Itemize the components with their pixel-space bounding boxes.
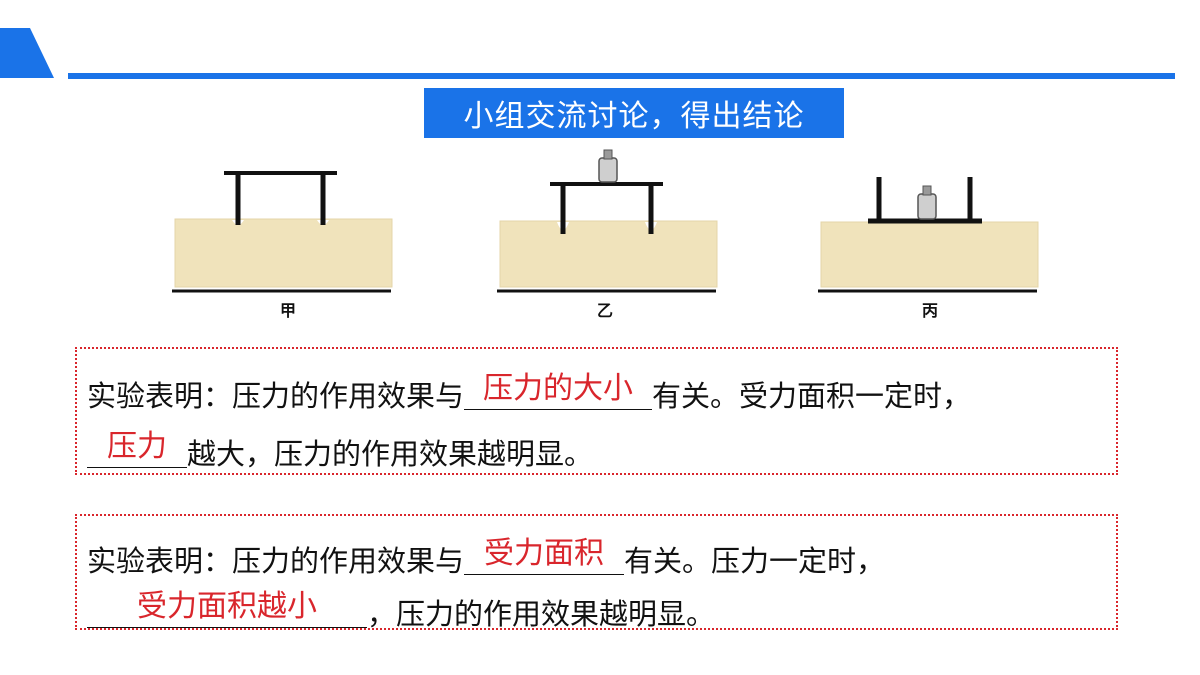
answer-text: 压力: [107, 429, 167, 464]
page-title: 小组交流讨论，得出结论: [424, 88, 844, 138]
figure-caption-jia: 甲: [280, 301, 296, 320]
answer-text: 受力面积越小: [137, 589, 317, 624]
conclusion-line: 实验表明：压力的作用效果与受力面积有关。压力一定时，: [87, 536, 886, 580]
weight: [598, 149, 618, 183]
conclusion-prefix: 实验表明：压力的作用效果与: [87, 544, 465, 578]
sand-block: [820, 221, 1039, 288]
answer-text: 受力面积: [484, 536, 605, 571]
figure-caption-bing: 丙: [922, 301, 938, 320]
sand-block: [499, 220, 718, 288]
conclusion-line: 实验表明：压力的作用效果与压力的大小有关。受力面积一定时，: [87, 371, 972, 415]
figure-yi: 乙: [497, 149, 718, 320]
answer-blank: 压力的大小: [464, 371, 653, 410]
conclusion-suffix: 越大，压力的作用效果越明显。: [187, 437, 594, 471]
answer-blank: 压力: [87, 429, 187, 468]
conclusion-prefix: 实验表明：压力的作用效果与: [87, 379, 465, 413]
figure-bing: 丙: [818, 177, 1039, 320]
answer-blank: 受力面积: [464, 536, 625, 575]
conclusion-box-area: 实验表明：压力的作用效果与受力面积有关。压力一定时， 受力面积越小 ，压力的作用效…: [75, 514, 1118, 633]
corner-triangle-decoration: [0, 28, 54, 78]
weight: [917, 185, 937, 220]
conclusion-line: 受力面积越小 ，压力的作用效果越明显。: [87, 589, 716, 633]
figure-caption-yi: 乙: [597, 301, 613, 320]
conclusion-middle: 有关。受力面积一定时，: [652, 379, 972, 413]
answer-text: 压力的大小: [483, 371, 634, 406]
answer-blank: 受力面积越小: [87, 589, 367, 628]
figure-jia: 甲: [172, 171, 393, 320]
conclusion-suffix: ，压力的作用效果越明显。: [367, 597, 716, 631]
header-rule: [68, 73, 1175, 79]
conclusion-middle: 有关。压力一定时，: [624, 544, 886, 578]
conclusion-box-pressure: 实验表明：压力的作用效果与压力的大小有关。受力面积一定时， 压力越大，压力的作用…: [75, 347, 1118, 475]
conclusion-line: 压力越大，压力的作用效果越明显。: [87, 429, 594, 473]
sand-block: [174, 218, 393, 288]
